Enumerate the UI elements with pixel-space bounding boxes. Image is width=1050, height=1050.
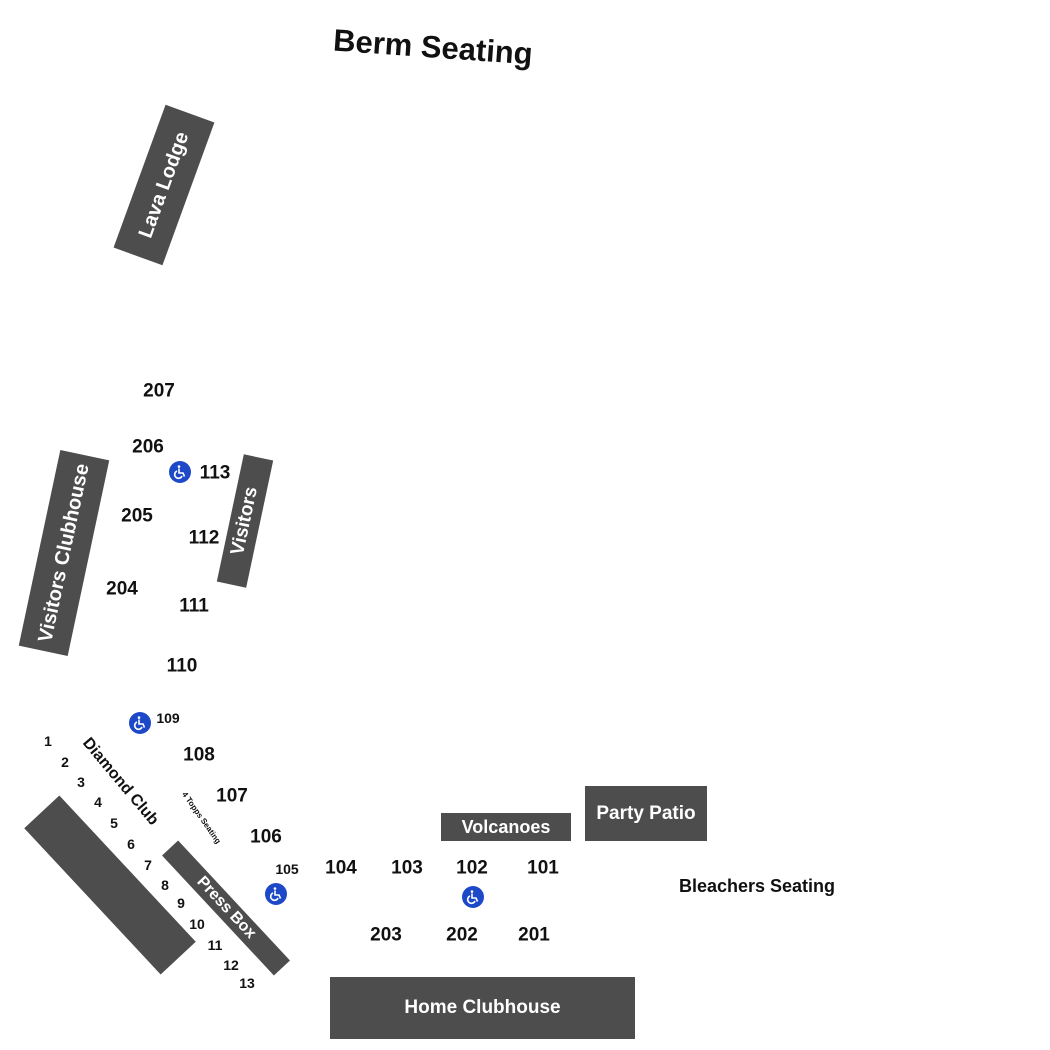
section-108[interactable]: 108	[183, 744, 215, 766]
row-1[interactable]: 1	[44, 733, 52, 749]
row-13[interactable]: 13	[239, 975, 255, 991]
section-112[interactable]: 112	[188, 527, 220, 549]
visitors-clubhouse-block[interactable]: Visitors Clubhouse	[18, 449, 110, 657]
row-6[interactable]: 6	[127, 836, 135, 852]
section-109[interactable]: 109	[156, 710, 180, 726]
section-201[interactable]: 201	[518, 924, 550, 946]
section-206[interactable]: 206	[132, 436, 164, 458]
lava-lodge-label: Lava Lodge	[134, 128, 193, 241]
volcanoes-block[interactable]: Volcanoes	[441, 813, 571, 841]
berm-seating-label: Berm Seating	[332, 22, 534, 72]
home-clubhouse-block[interactable]: Home Clubhouse	[330, 977, 635, 1039]
section-205[interactable]: 205	[121, 505, 153, 527]
diamond-club-label: Diamond Club	[79, 734, 162, 829]
row-3[interactable]: 3	[77, 774, 85, 790]
party-patio-block[interactable]: Party Patio	[585, 786, 707, 841]
section-110[interactable]: 110	[166, 655, 198, 677]
row-11[interactable]: 11	[207, 937, 223, 953]
visitors-label: Visitors	[227, 484, 262, 558]
row-2[interactable]: 2	[61, 754, 69, 770]
press-box-label: Press Box	[193, 873, 260, 943]
section-204[interactable]: 204	[106, 578, 138, 600]
visitors-clubhouse-label: Visitors Clubhouse	[33, 461, 94, 645]
section-113[interactable]: 113	[199, 462, 231, 484]
row-8[interactable]: 8	[161, 877, 169, 893]
bleachers-seating-label: Bleachers Seating	[678, 876, 836, 896]
wheelchair-icon	[462, 886, 484, 908]
row-7[interactable]: 7	[144, 857, 152, 873]
home-clubhouse-label: Home Clubhouse	[404, 997, 561, 1018]
wheelchair-icon	[265, 883, 287, 905]
section-202[interactable]: 202	[446, 924, 478, 946]
row-9[interactable]: 9	[177, 895, 185, 911]
volcanoes-label: Volcanoes	[461, 816, 551, 837]
section-111[interactable]: 111	[179, 595, 209, 617]
row-10[interactable]: 10	[189, 916, 205, 932]
row-5[interactable]: 5	[110, 815, 118, 831]
section-102[interactable]: 102	[456, 857, 488, 879]
section-104[interactable]: 104	[325, 857, 357, 879]
section-101[interactable]: 101	[527, 857, 559, 879]
lava-lodge-block[interactable]: Lava Lodge	[113, 104, 215, 266]
wheelchair-icon	[169, 461, 191, 483]
section-207[interactable]: 207	[143, 380, 175, 402]
section-107[interactable]: 107	[216, 785, 248, 807]
wheelchair-icon	[129, 712, 151, 734]
section-203[interactable]: 203	[370, 924, 402, 946]
section-106[interactable]: 106	[250, 826, 282, 848]
section-105[interactable]: 105	[275, 861, 299, 877]
row-12[interactable]: 12	[223, 957, 239, 973]
party-patio-label: Party Patio	[596, 802, 696, 824]
section-103[interactable]: 103	[391, 857, 423, 879]
row-4[interactable]: 4	[94, 794, 102, 810]
